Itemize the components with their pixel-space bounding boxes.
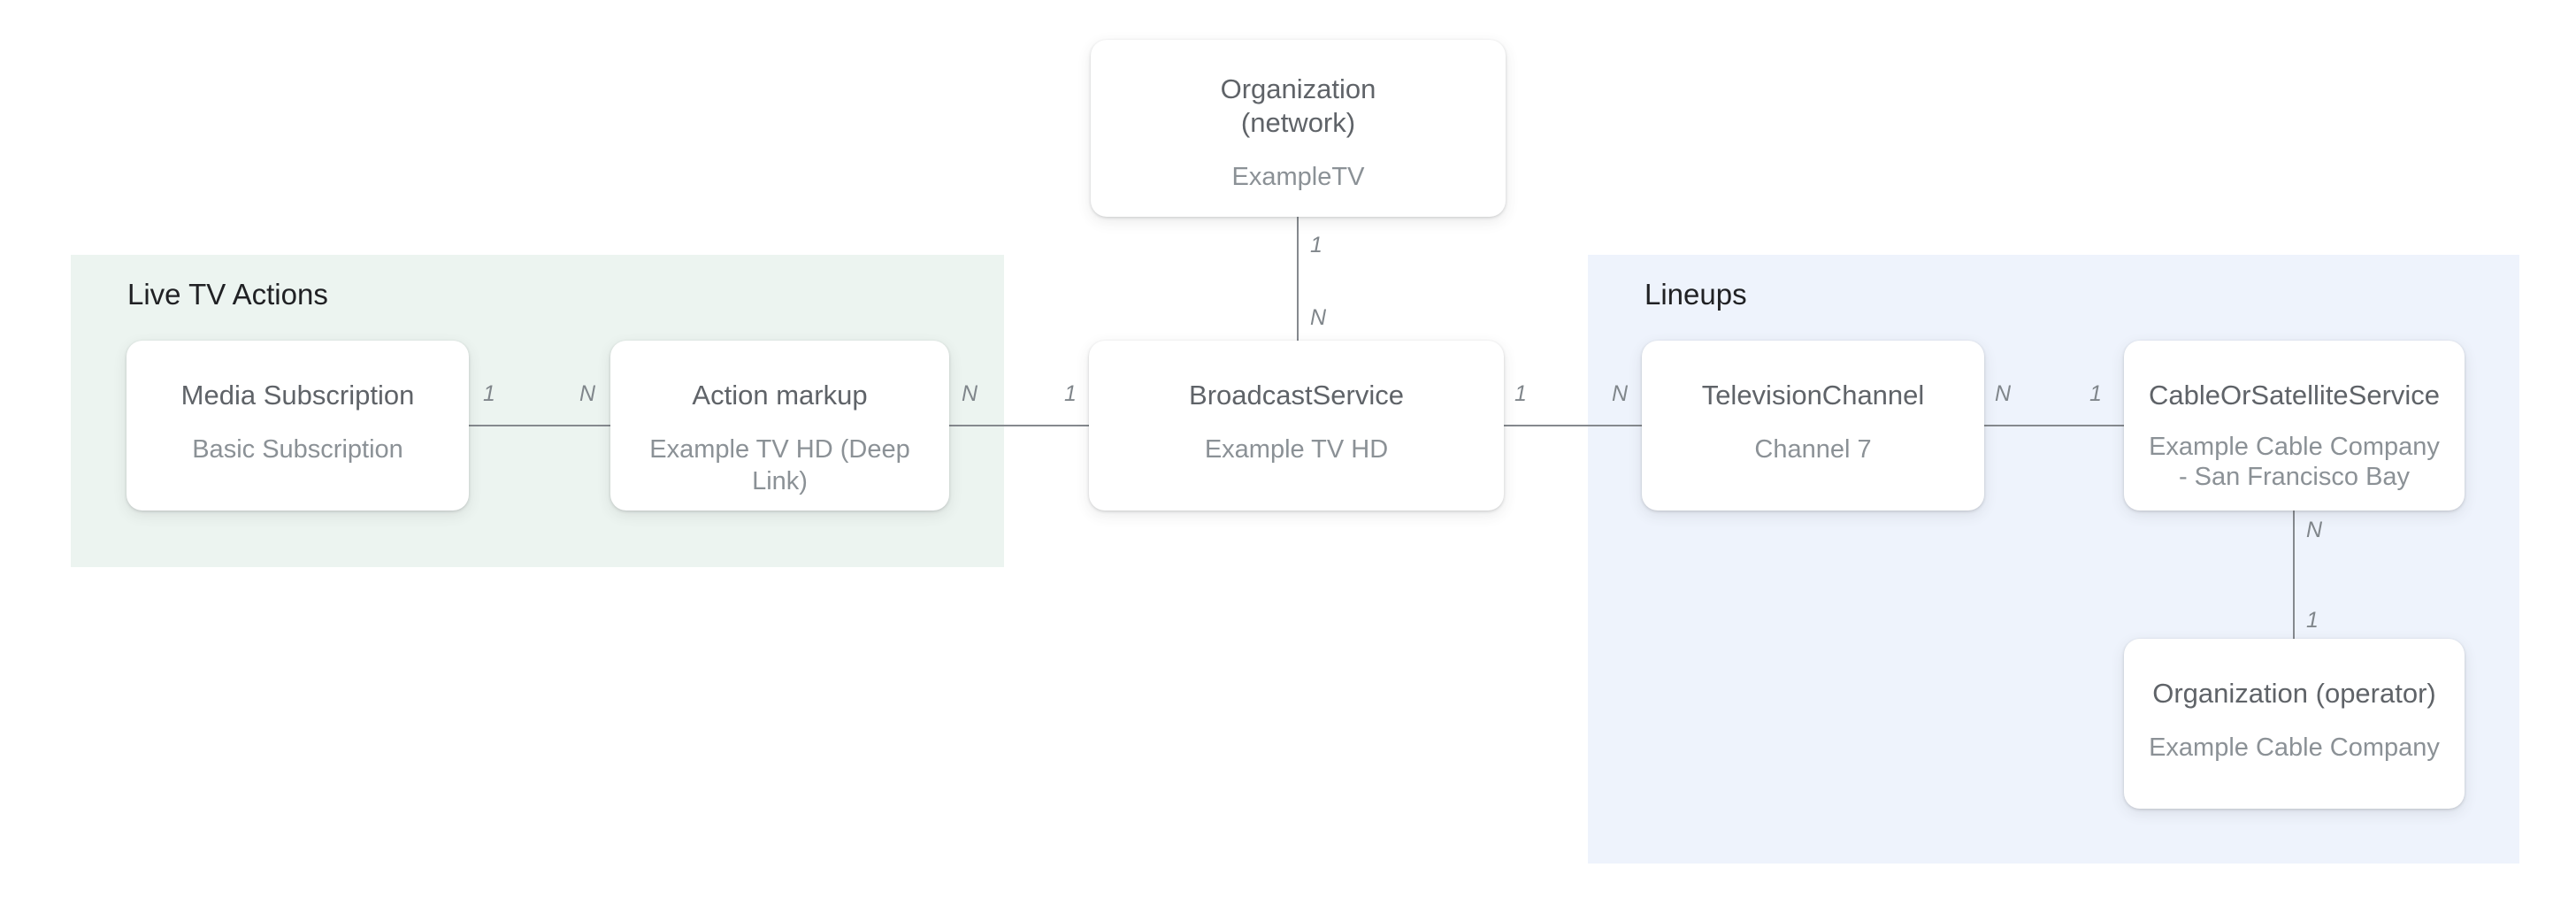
connector-broadcast-channel bbox=[1504, 425, 1642, 426]
node-organization-operator: Organization (operator) Example Cable Co… bbox=[2124, 639, 2465, 809]
node-title-television-channel: TelevisionChannel bbox=[1701, 380, 1925, 411]
cardinality-broadcast-top-side: N bbox=[1310, 305, 1327, 330]
cardinality-channel-left-side: N bbox=[1612, 381, 1629, 406]
cardinality-action-left-side: N bbox=[579, 381, 596, 406]
node-title-action-markup: Action markup bbox=[692, 380, 868, 411]
node-subtitle-media-subscription: Basic Subscription bbox=[192, 435, 403, 464]
cardinality-broadcast-right-side: 1 bbox=[1514, 381, 1527, 406]
node-cable-or-satellite-service: CableOrSatelliteService Example Cable Co… bbox=[2124, 341, 2465, 511]
node-subtitle-organization-network: ExampleTV bbox=[1231, 163, 1365, 191]
node-organization-network: Organization (network) ExampleTV bbox=[1091, 40, 1506, 217]
connector-network-broadcast bbox=[1297, 217, 1299, 341]
node-television-channel: TelevisionChannel Channel 7 bbox=[1642, 341, 1984, 511]
cardinality-channel-right-side: N bbox=[1995, 381, 2012, 406]
node-subtitle-organization-operator: Example Cable Company bbox=[2149, 733, 2440, 762]
region-title-lineups: Lineups bbox=[1644, 278, 1747, 311]
node-title-organization-operator: Organization (operator) bbox=[2152, 678, 2436, 709]
node-subtitle-action-markup: Example TV HD (Deep Link) bbox=[649, 435, 910, 495]
node-title-broadcast-service: BroadcastService bbox=[1189, 380, 1404, 411]
cardinality-cable-left-side: 1 bbox=[2089, 381, 2102, 406]
cardinality-network-side: 1 bbox=[1310, 233, 1322, 257]
region-title-live-tv-actions: Live TV Actions bbox=[127, 278, 328, 311]
connector-mediasub-action bbox=[469, 425, 610, 426]
node-title-media-subscription: Media Subscription bbox=[180, 380, 415, 411]
connector-channel-cable bbox=[1984, 425, 2124, 426]
node-media-subscription: Media Subscription Basic Subscription bbox=[126, 341, 469, 511]
cardinality-broadcast-left-side: 1 bbox=[1064, 381, 1077, 406]
node-broadcast-service: BroadcastService Example TV HD bbox=[1089, 341, 1504, 511]
connector-action-broadcast bbox=[949, 425, 1089, 426]
connector-cable-operator bbox=[2293, 511, 2295, 639]
node-subtitle-cable-or-satellite-service: Example Cable Company - San Francisco Ba… bbox=[2149, 433, 2440, 491]
node-action-markup: Action markup Example TV HD (Deep Link) bbox=[610, 341, 949, 511]
node-title-organization-network: Organization (network) bbox=[1220, 73, 1376, 138]
node-subtitle-broadcast-service: Example TV HD bbox=[1204, 435, 1389, 464]
node-title-cable-or-satellite-service: CableOrSatelliteService bbox=[2148, 380, 2441, 411]
cardinality-action-right-side: N bbox=[962, 381, 978, 406]
cardinality-mediasub-side: 1 bbox=[483, 381, 495, 406]
cardinality-operator-side: 1 bbox=[2306, 608, 2319, 633]
node-subtitle-television-channel: Channel 7 bbox=[1754, 435, 1872, 464]
cardinality-cable-bottom-side: N bbox=[2306, 518, 2323, 542]
